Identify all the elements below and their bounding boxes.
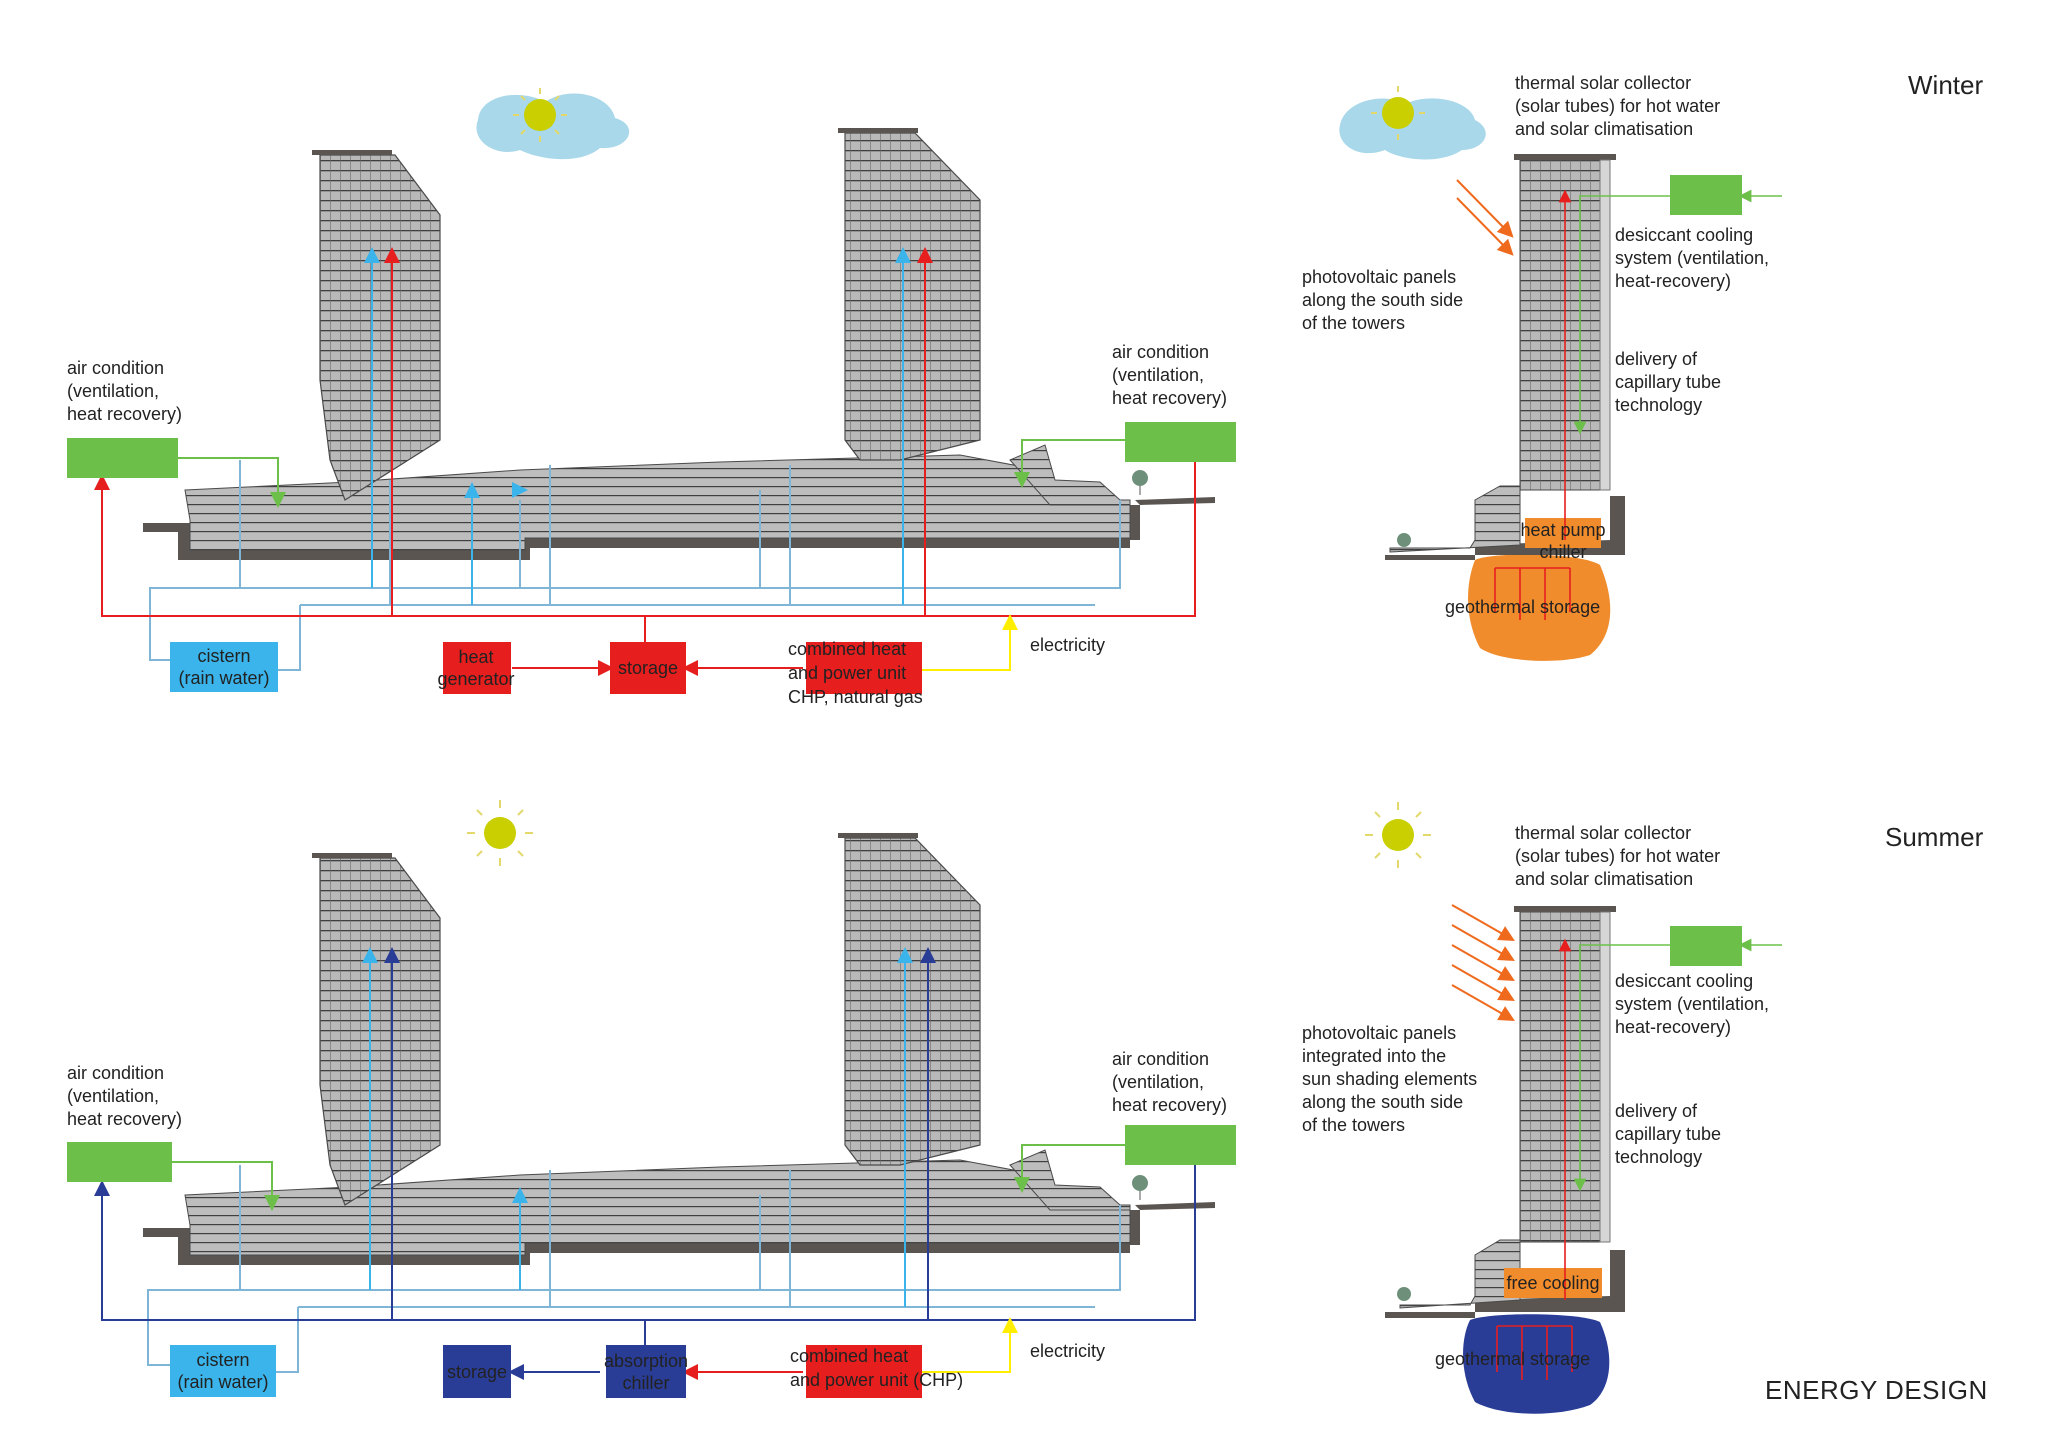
winter-device-box xyxy=(1525,518,1601,548)
summer-absorption-box xyxy=(606,1345,686,1398)
summer-section-pipes xyxy=(94,947,1203,1380)
summer-chp-label: combined heat and power unit (CHP) xyxy=(790,1346,964,1390)
winter-desiccant-label: desiccant cooling system (ventilation, h… xyxy=(1615,225,1770,291)
winter-air-right-label: air condition (ventilation, heat recover… xyxy=(1112,342,1228,408)
summer-air-left-label: air condition (ventilation, heat recover… xyxy=(67,1063,183,1129)
summer-electricity-label: electricity xyxy=(1030,1341,1106,1361)
winter-chp-label: combined heat and power unit CHP, natura… xyxy=(788,639,923,707)
page-title: ENERGY DESIGN xyxy=(1765,1375,1988,1405)
winter-cistern-label: cistern (rain water) xyxy=(178,646,270,688)
sun-icon xyxy=(467,800,533,866)
winter-capillary-label: delivery of capillary tube technology xyxy=(1615,349,1722,415)
summer-storage-label: storage xyxy=(446,1361,508,1382)
summer-device-label: free cooling xyxy=(1506,1273,1600,1293)
winter-section-pipes xyxy=(94,247,1203,676)
winter-geo-label: geothermal storage xyxy=(1445,597,1601,617)
summer-storage-box xyxy=(443,1345,511,1398)
summer-season-label: Summer xyxy=(1885,822,1984,852)
summer-air-left-box xyxy=(67,1142,172,1182)
summer-cistern-box xyxy=(170,1345,276,1397)
winter-air-left-box xyxy=(67,438,178,478)
winter-air-right-box xyxy=(1125,422,1236,462)
summer-capillary-label: delivery of capillary tube technology xyxy=(1615,1101,1722,1167)
sun-icon xyxy=(1365,802,1431,868)
winter-storage-label: storage xyxy=(617,658,679,678)
winter-air-left-label: air condition (ventilation, heat recover… xyxy=(67,358,183,424)
summer-device-box xyxy=(1504,1268,1602,1298)
summer-air-right-box xyxy=(1125,1125,1236,1165)
winter-heat-generator-box xyxy=(443,642,511,694)
summer-solar-label: thermal solar collector (solar tubes) fo… xyxy=(1515,823,1721,889)
winter-section-boxes xyxy=(67,422,1236,694)
summer-desiccant-label: desiccant cooling system (ventilation, h… xyxy=(1615,971,1770,1037)
summer-chp-box xyxy=(806,1345,922,1398)
sun-icon xyxy=(513,88,567,142)
winter-storage-box xyxy=(610,642,686,694)
winter-section-building xyxy=(143,88,1215,560)
summer-section-building xyxy=(143,800,1215,1265)
winter-tower-section xyxy=(1339,86,1782,661)
cloud-icon xyxy=(476,93,630,160)
geothermal-orange-blob xyxy=(1468,554,1611,661)
winter-electricity-label: electricity xyxy=(1030,635,1106,655)
winter-chp-box xyxy=(806,642,922,694)
summer-air-right-label: air condition (ventilation, heat recover… xyxy=(1112,1049,1228,1115)
winter-cistern-box xyxy=(170,642,278,692)
summer-absorption-label: absorption chiller xyxy=(603,1350,689,1393)
sun-icon xyxy=(1371,86,1425,140)
summer-tower-section xyxy=(1365,802,1782,1414)
summer-geo-label: geothermal storage xyxy=(1435,1349,1591,1369)
summer-desiccant-box xyxy=(1670,926,1742,966)
winter-pv-label: photovoltaic panels along the south side… xyxy=(1302,267,1464,333)
summer-cistern-label: cistern (rain water) xyxy=(177,1350,269,1392)
winter-solar-label: thermal solar collector (solar tubes) fo… xyxy=(1515,73,1721,139)
winter-season-label: Winter xyxy=(1908,70,1984,100)
summer-pv-label: photovoltaic panels integrated into the … xyxy=(1302,1023,1478,1135)
winter-device-label: heat pump chiller xyxy=(1520,520,1606,562)
summer-section-boxes xyxy=(67,1125,1236,1398)
winter-heat-generator-label: heat generator xyxy=(437,647,515,689)
winter-desiccant-box xyxy=(1670,175,1742,215)
